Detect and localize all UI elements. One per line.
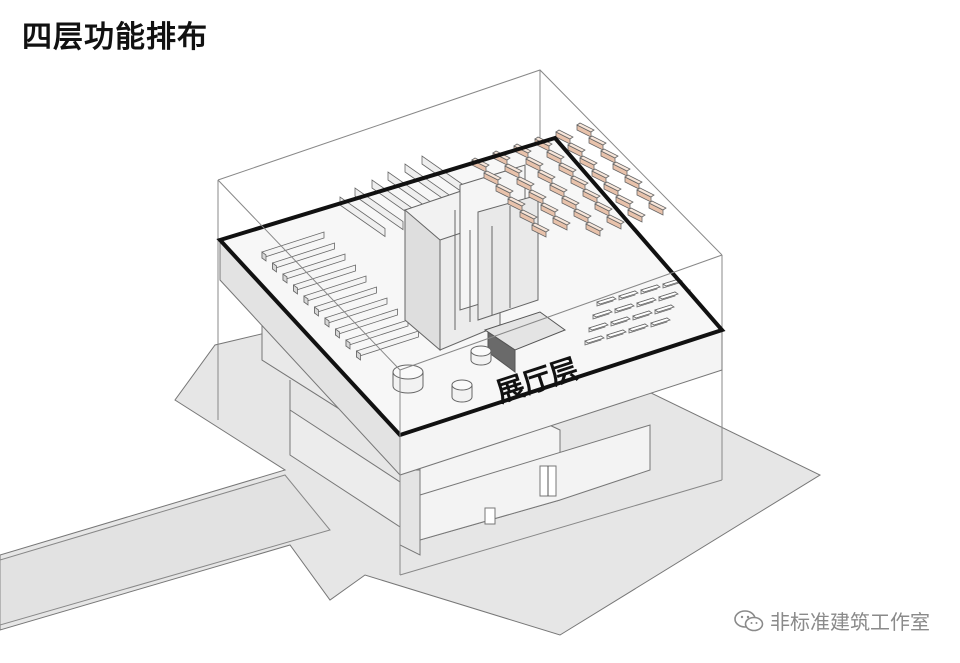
shelf-side: [303, 295, 309, 306]
shelf-side: [314, 306, 319, 317]
display-cases-grid: [471, 122, 667, 238]
display-case-top: [582, 188, 601, 199]
exhibit-shelves-left: [261, 231, 419, 361]
floor-outline: [216, 135, 726, 438]
envelope-front: [217, 179, 723, 576]
display-case-top: [483, 170, 502, 181]
display-case-top: [606, 214, 625, 225]
display-case-top: [624, 174, 643, 185]
display-case-top: [531, 222, 550, 233]
shelf-side: [261, 251, 267, 262]
display-case-top: [570, 175, 589, 186]
small-case-top: [632, 310, 653, 319]
shelf-side: [335, 328, 340, 339]
display-case-top: [507, 196, 526, 207]
display-case-top: [516, 176, 535, 187]
small-case-top: [650, 317, 671, 326]
display-case-top: [588, 135, 607, 146]
display-case-top: [504, 163, 523, 174]
display-case-top: [573, 208, 592, 219]
display-case-top: [612, 161, 631, 172]
display-case-top: [594, 201, 613, 212]
display-case-top: [558, 162, 577, 173]
small-case-top: [614, 303, 635, 312]
service-core: [404, 164, 539, 352]
small-case-top: [618, 290, 639, 299]
display-case-top: [600, 148, 619, 159]
display-case-top: [567, 142, 586, 153]
display-case-top: [552, 215, 571, 226]
display-case-top: [528, 189, 547, 200]
shelf-side: [282, 273, 288, 284]
display-case-top: [579, 155, 598, 166]
shelf-side: [272, 262, 277, 273]
display-case-top: [636, 187, 655, 198]
display-case-top: [603, 181, 622, 192]
watermark-text: 非标准建筑工作室: [770, 610, 930, 634]
small-case-top: [588, 322, 609, 331]
display-case-top: [591, 168, 610, 179]
display-case-top: [525, 156, 544, 167]
small-case-top: [640, 284, 661, 293]
shelf-side: [345, 339, 351, 350]
display-wall: [354, 187, 404, 231]
display-case-top: [519, 209, 538, 220]
page-title: 四层功能排布: [22, 20, 208, 55]
shelf-side: [293, 284, 298, 295]
wechat-icon: [734, 609, 764, 631]
small-case-top: [596, 296, 617, 305]
small-case-top: [658, 291, 679, 300]
display-case-top: [495, 183, 514, 194]
display-case-top: [648, 200, 667, 211]
shelf-side: [356, 350, 361, 361]
stair-void: [483, 311, 567, 373]
display-case-top: [549, 182, 568, 193]
small-case-top: [584, 335, 605, 344]
display-case-top: [576, 122, 595, 133]
shelf-side: [324, 317, 330, 328]
display-case-top: [537, 169, 556, 180]
display-case-top: [627, 207, 646, 218]
cylinder-columns: [392, 345, 492, 403]
display-wall: [339, 196, 386, 238]
display-case-top: [555, 129, 574, 140]
display-case-top: [561, 195, 580, 206]
display-case-top: [585, 221, 604, 232]
small-case-top: [592, 309, 613, 318]
small-case-top: [636, 297, 657, 306]
small-display-cases: [584, 278, 683, 346]
display-case-top: [540, 202, 559, 213]
small-case-top: [628, 323, 649, 332]
display-case-top: [546, 149, 565, 160]
small-case-top: [610, 316, 631, 325]
watermark: 非标准建筑工作室: [734, 606, 930, 635]
site-path: [0, 474, 331, 626]
display-case-top: [615, 194, 634, 205]
small-case-top: [654, 304, 675, 313]
small-case-top: [606, 329, 627, 338]
